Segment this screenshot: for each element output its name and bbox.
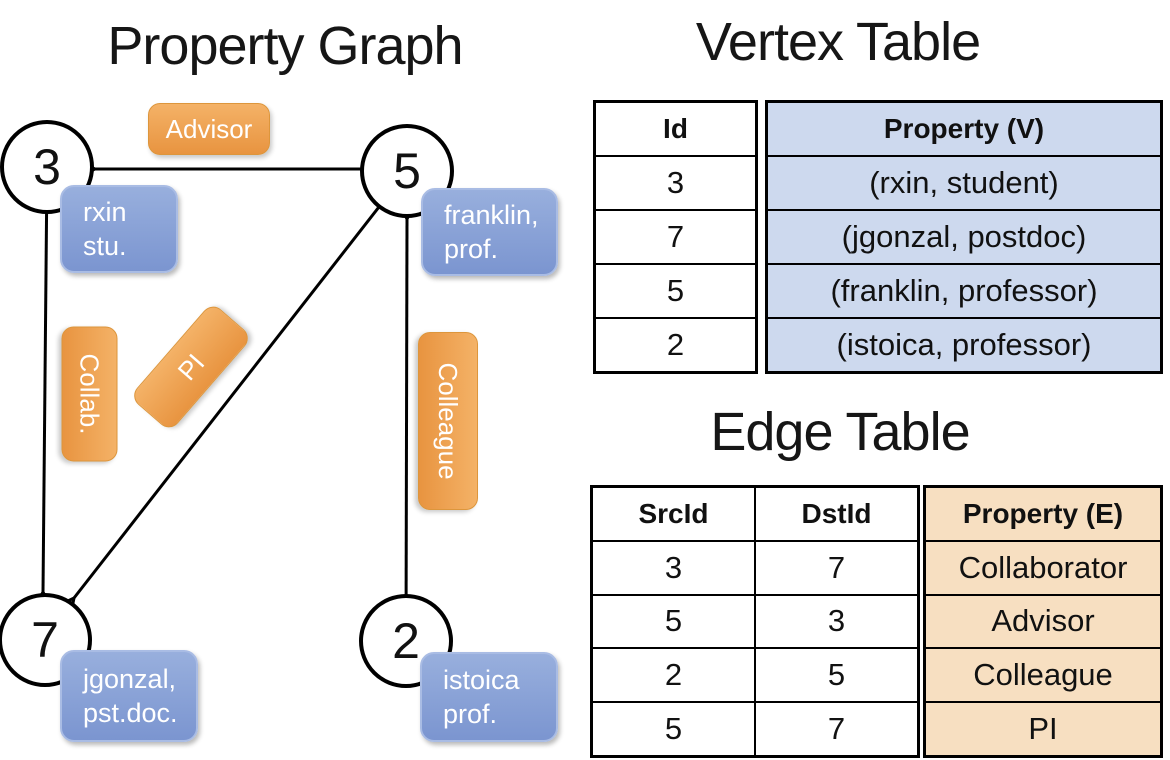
table-cell: 5 — [593, 703, 756, 755]
vertex-property-box-istoica: istoica prof. — [420, 652, 558, 742]
edge-2-to-5 — [406, 219, 407, 642]
table-cell: 5 — [593, 595, 756, 648]
graph-edges-canvas — [0, 0, 585, 642]
table-cell: 5 — [596, 263, 755, 317]
vertex-property-box-rxin: rxin stu. — [60, 185, 178, 273]
table-row: 5 3 — [593, 593, 917, 648]
vertex-table-header-id: Id — [663, 113, 688, 144]
table-cell: Collaborator — [926, 539, 1160, 594]
edge-3-to-7 — [43, 166, 47, 592]
table-cell: 2 — [593, 649, 756, 702]
table-cell: 3 — [593, 541, 756, 594]
edge-table-header-property: Property (E) — [962, 497, 1124, 529]
table-cell: PI — [926, 701, 1160, 755]
node-id-label: 3 — [33, 139, 61, 195]
vertex-table-id-column: Id 3 7 5 2 — [593, 100, 758, 374]
table-cell: 5 — [827, 657, 846, 693]
vertex-property-line: jgonzal, — [83, 664, 177, 694]
vertex-table-property-column: Property (V) (rxin, student) (jgonzal, p… — [765, 100, 1163, 374]
vertex-table-header-property: Property (V) — [883, 113, 1045, 144]
edge-table-property-column: Property (E) Collaborator Advisor Collea… — [923, 485, 1163, 758]
edge-table-title: Edge Table — [710, 402, 970, 462]
edge-label-collab: Collab. — [61, 326, 118, 462]
table-cell: Colleague — [926, 647, 1160, 701]
vertex-property-line: prof. — [443, 699, 498, 729]
table-cell: 7 — [596, 209, 755, 263]
vertex-property-line: rxin — [83, 197, 127, 227]
table-cell: 3 — [827, 603, 846, 639]
graph-edges — [43, 166, 409, 642]
edge-table-header-srcid: SrcId — [593, 488, 756, 540]
table-row: 2 5 — [593, 647, 917, 702]
edge-table-id-columns: SrcId DstId 3 7 5 3 2 5 5 7 — [590, 485, 920, 758]
vertex-property-box-franklin: franklin, prof. — [421, 188, 558, 276]
table-row: 5 7 — [593, 701, 917, 755]
table-cell: 7 — [827, 711, 846, 747]
property-graph-title: Property Graph — [107, 16, 463, 76]
table-cell: (rxin, student) — [768, 155, 1160, 209]
vertex-property-line: istoica — [443, 665, 520, 695]
vertex-property-line: stu. — [83, 231, 127, 261]
graph-node-2: 2 — [359, 594, 453, 688]
node-id-label: 2 — [392, 613, 420, 669]
node-id-label: 7 — [31, 612, 59, 668]
vertex-property-box-jgonzal: jgonzal, pst.doc. — [60, 650, 198, 742]
edge-5-to-7 — [74, 170, 409, 598]
edge-label-colleague: Colleague — [418, 332, 478, 510]
vertex-property-line: franklin, — [444, 200, 539, 230]
table-cell: 3 — [596, 155, 755, 209]
vertex-property-line: pst.doc. — [83, 698, 178, 728]
table-cell: (istoica, professor) — [768, 317, 1160, 371]
table-row: 3 7 — [593, 539, 917, 594]
graph-node-5: 5 — [360, 124, 454, 218]
table-cell: Advisor — [926, 593, 1160, 648]
edge-table-header-dstid: DstId — [801, 497, 872, 529]
table-cell: (franklin, professor) — [768, 263, 1160, 317]
table-cell: 7 — [827, 549, 846, 585]
vertex-property-line: prof. — [444, 234, 499, 264]
vertex-table-title: Vertex Table — [695, 12, 981, 72]
edge-table-header-row: SrcId DstId — [593, 488, 917, 540]
table-cell: (jgonzal, postdoc) — [768, 209, 1160, 263]
node-id-label: 5 — [393, 143, 421, 199]
table-cell: 2 — [596, 317, 755, 371]
edge-label-advisor: Advisor — [148, 103, 270, 155]
